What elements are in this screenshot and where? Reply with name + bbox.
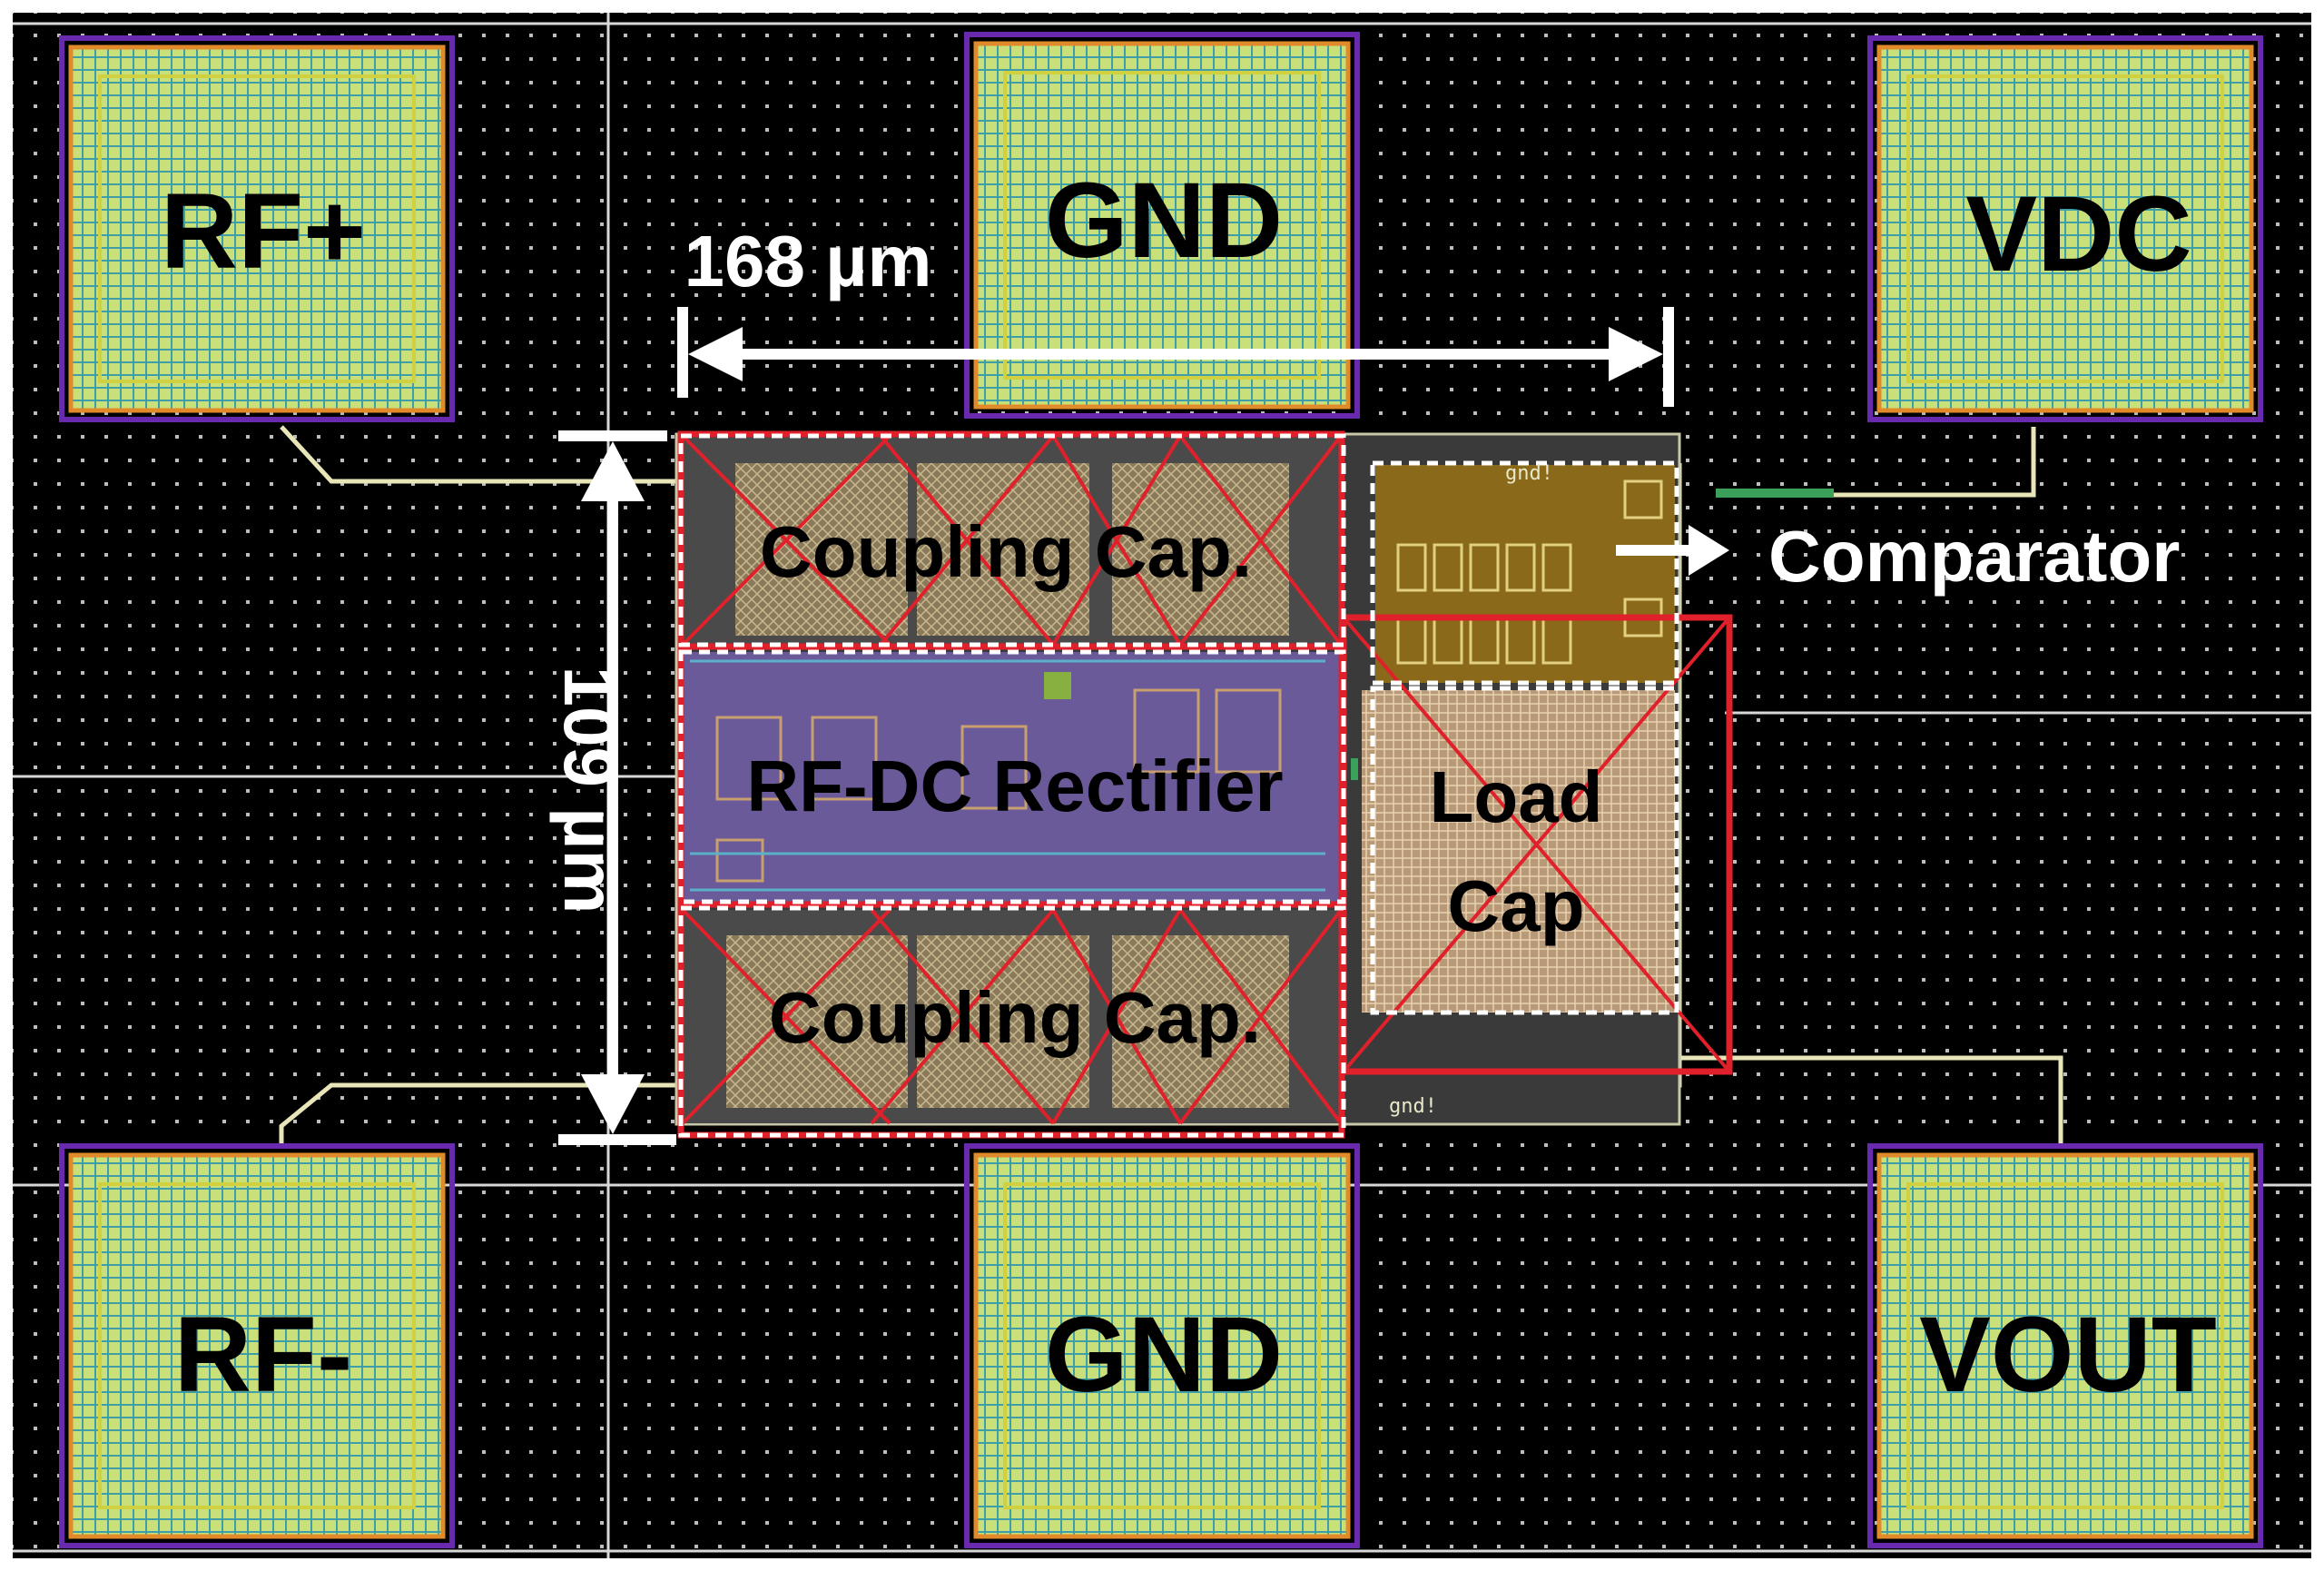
block-dashed-outlines: [678, 433, 1679, 1138]
pad-label-gnd-top: GND: [1045, 161, 1283, 281]
comparator-pointer-arrow: [1616, 525, 1729, 576]
pad-rf-minus: [59, 1143, 455, 1548]
coupling-cap-top-body: [681, 434, 1343, 647]
height-dimension-arrow: [558, 430, 676, 1145]
block-label-load-cap-line2: Cap: [1447, 865, 1584, 946]
net-label-gnd-top: gnd!: [1505, 462, 1553, 485]
pad-gnd-bottom: [964, 1143, 1360, 1548]
pad-vdc: [1867, 35, 2263, 422]
load-cap-body: [1342, 616, 1731, 1073]
pad-label-gnd-bottom: GND: [1045, 1295, 1283, 1415]
block-label-rectifier: RF-DC Rectifier: [746, 746, 1283, 826]
block-label-load-cap-line1: Load: [1429, 756, 1602, 837]
comparator-body: [1375, 465, 1675, 683]
block-label-comparator: Comparator: [1768, 516, 2180, 597]
dimension-label-height: 109 µm: [549, 667, 630, 914]
width-dimension-arrow: [677, 307, 1674, 407]
rectifier-body: [683, 652, 1358, 902]
pad-label-rf-minus: RF-: [174, 1295, 353, 1415]
pad-vout: [1867, 1143, 2263, 1548]
pad-label-vdc: VDC: [1965, 174, 2191, 294]
net-label-gnd-bottom: gnd!: [1389, 1095, 1437, 1118]
pad-label-rf-plus: RF+: [161, 172, 366, 291]
pad-gnd-top: [964, 32, 1360, 419]
block-label-coupling-cap-bottom: Coupling Cap.: [769, 977, 1261, 1058]
pad-rf-plus: [59, 35, 455, 422]
block-label-coupling-cap-top: Coupling Cap.: [760, 511, 1252, 592]
pad-label-vout: VOUT: [1919, 1295, 2217, 1415]
coupling-cap-bottom-body: [681, 908, 1343, 1125]
comparator-wire-green: [1716, 489, 1834, 498]
dimension-label-width: 168 µm: [684, 221, 932, 301]
